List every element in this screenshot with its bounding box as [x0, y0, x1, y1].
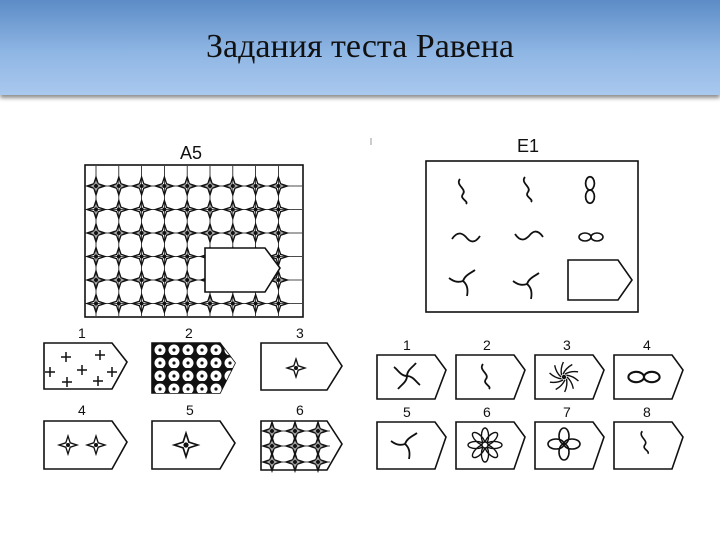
e1-option-8-number: 8	[643, 404, 651, 420]
e1-option-5[interactable]	[376, 421, 447, 470]
slide-title: Задания теста Равена	[205, 28, 515, 65]
e1-option-7-number: 7	[563, 404, 571, 420]
e1-blank-answer-slot	[567, 259, 633, 301]
e1-option-3[interactable]	[534, 354, 605, 400]
a5-matrix	[84, 164, 304, 318]
e1-option-3-number: 3	[563, 337, 571, 353]
e1-option-4[interactable]	[613, 354, 684, 400]
a5-option-4-number: 4	[78, 402, 86, 418]
a5-option-4[interactable]	[43, 420, 128, 470]
a5-option-6[interactable]	[260, 420, 343, 472]
a5-option-1[interactable]	[43, 342, 128, 390]
slide-header: Задания теста Равена	[0, 0, 720, 95]
e1-matrix	[425, 160, 639, 313]
e1-option-2[interactable]	[455, 354, 526, 400]
a5-option-2[interactable]	[151, 342, 238, 397]
a5-blank-answer-slot	[204, 247, 281, 293]
e1-option-4-number: 4	[643, 337, 651, 353]
e1-label: E1	[517, 136, 540, 156]
e1-option-6-number: 6	[483, 404, 491, 420]
e1-option-5-number: 5	[403, 404, 411, 420]
a5-option-6-number: 6	[296, 402, 304, 418]
a5-option-5[interactable]	[151, 420, 236, 470]
e1-option-1[interactable]	[376, 354, 447, 400]
e1-option-1-number: 1	[403, 337, 411, 353]
a5-option-2-number: 2	[185, 325, 193, 341]
e1-option-8[interactable]	[613, 421, 684, 470]
a5-option-3-number: 3	[296, 325, 304, 341]
e1-option-7[interactable]	[534, 421, 605, 470]
e1-option-2-number: 2	[483, 337, 491, 353]
a5-option-3[interactable]	[260, 342, 343, 391]
a5-option-5-number: 5	[186, 402, 194, 418]
e1-option-6[interactable]	[455, 421, 526, 470]
a5-option-1-number: 1	[78, 325, 86, 341]
a5-label: A5	[180, 143, 203, 163]
